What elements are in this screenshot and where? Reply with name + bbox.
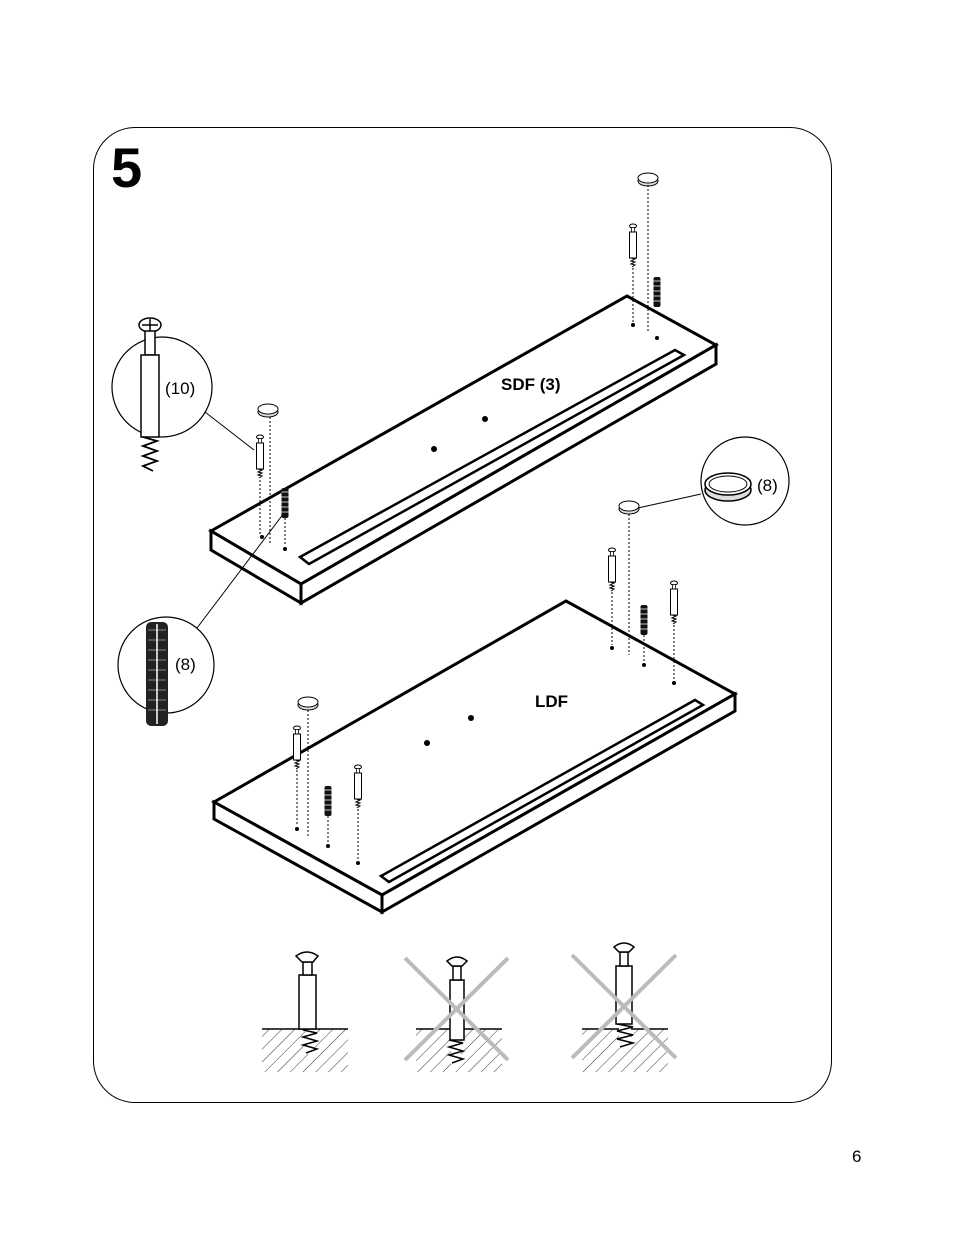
top-panel-label: SDF (3)	[501, 375, 561, 394]
cam-bolt-count: (10)	[165, 379, 195, 398]
bottom-panel-label: LDF	[535, 692, 568, 711]
top-panel	[211, 296, 716, 603]
cover-cap-icon	[705, 473, 751, 501]
depth-example-too-deep	[405, 957, 508, 1072]
bottom-panel	[214, 601, 735, 912]
dowel-count: (8)	[175, 655, 196, 674]
cap-count: (8)	[757, 476, 778, 495]
dowel-icon	[146, 622, 168, 726]
depth-example-too-shallow	[572, 943, 676, 1072]
depth-example-correct	[262, 952, 348, 1072]
